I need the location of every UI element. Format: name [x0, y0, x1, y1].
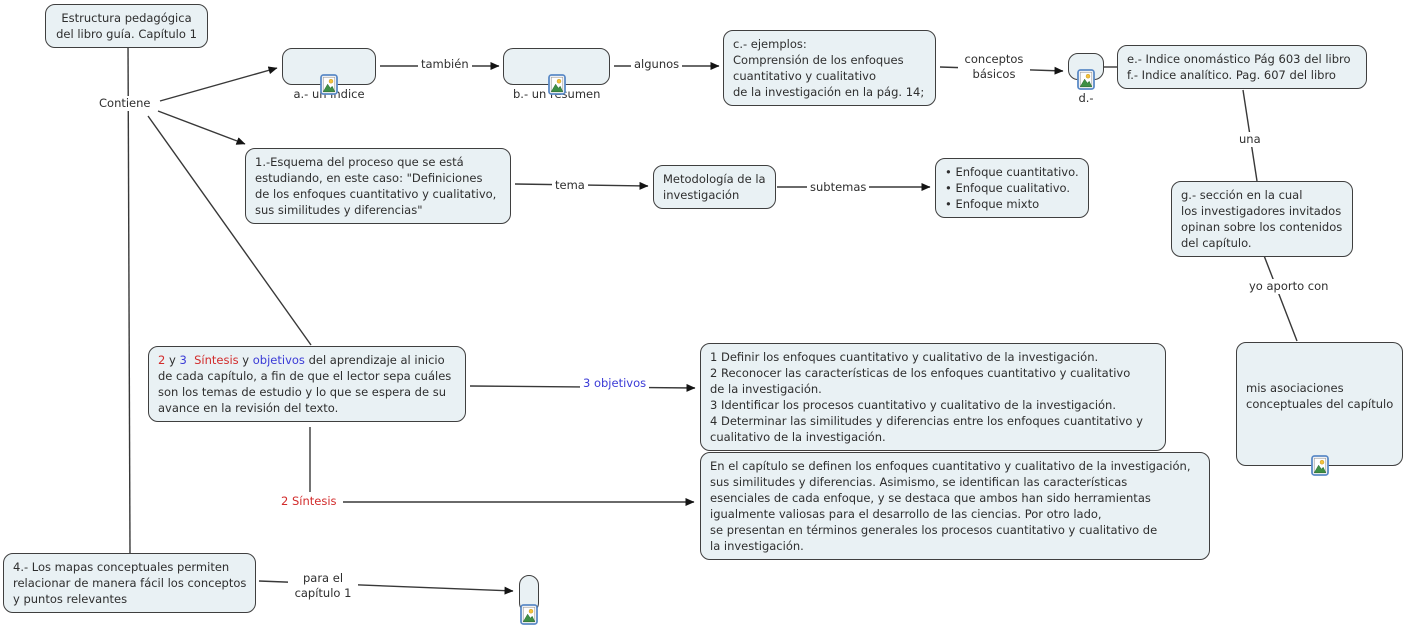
link-label-contiene[interactable]: Contiene	[96, 96, 154, 111]
node-c-ejemplos[interactable]: c.- ejemplos: Comprensión de los enfoque…	[723, 30, 936, 106]
link-label-tambien[interactable]: también	[418, 57, 472, 72]
node-d-label: d.-	[1078, 91, 1094, 105]
link-label-tema[interactable]: tema	[552, 178, 588, 193]
node-4-mapas-conceptuales[interactable]: 4.- Los mapas conceptuales permiten rela…	[3, 553, 257, 613]
image-resource-icon[interactable]	[547, 74, 566, 95]
node-enfoques-lista[interactable]: • Enfoque cuantitativo. • Enfoque cualit…	[935, 158, 1089, 218]
node-1-esquema[interactable]: 1.-Esquema del proceso que se está estud…	[245, 148, 511, 224]
node-a-label: a.- un índice	[293, 87, 365, 101]
image-resource-icon[interactable]	[1310, 455, 1329, 476]
image-resource-icon[interactable]	[520, 604, 538, 625]
node-recurso-capitulo-1[interactable]	[519, 575, 539, 625]
node-e-f-indices[interactable]: e.- Indice onomástico Pág 603 del libro …	[1117, 45, 1367, 89]
node-metodologia[interactable]: Metodología de la investigación	[653, 165, 776, 209]
node-estructura-pedagogica[interactable]: Estructura pedagógica del libro guía. Ca…	[45, 4, 208, 48]
node-g-seccion[interactable]: g.- sección en la cual los investigadore…	[1171, 181, 1353, 257]
link-label-subtemas[interactable]: subtemas	[807, 180, 870, 195]
image-resource-icon[interactable]	[1077, 69, 1095, 90]
link-label-para-el-capitulo-1[interactable]: para el capítulo 1	[288, 571, 358, 601]
link-label-una[interactable]: una	[1236, 132, 1264, 147]
link-label-3-objetivos[interactable]: 3 objetivos	[580, 376, 650, 391]
node-b-un-resumen[interactable]: b.- un resumen	[503, 48, 611, 101]
link-label-yo-aporto-con[interactable]: yo aporto con	[1246, 279, 1332, 294]
link-label-conceptos-basicos[interactable]: conceptos básicos	[958, 52, 1030, 82]
node-sintesis-texto[interactable]: En el capítulo se definen los enfoques c…	[700, 452, 1210, 560]
node-sintesis-objetivos[interactable]: 2 y 3 Síntesis y objetivos del aprendiza…	[148, 346, 466, 422]
image-resource-icon[interactable]	[320, 74, 338, 95]
node-d[interactable]: d.-	[1068, 53, 1104, 105]
link-label-algunos[interactable]: algunos	[631, 57, 683, 72]
node-mis-asociaciones[interactable]: mis asociaciones conceptuales del capítu…	[1236, 342, 1404, 476]
link-label-2-sintesis[interactable]: 2 Síntesis	[278, 494, 340, 509]
node-objetivos-lista[interactable]: 1 Definir los enfoques cuantitativo y cu…	[700, 343, 1166, 451]
node-a-un-indice[interactable]: a.- un índice	[282, 48, 376, 101]
node-mis-asociaciones-label: mis asociaciones conceptuales del capítu…	[1246, 381, 1394, 411]
